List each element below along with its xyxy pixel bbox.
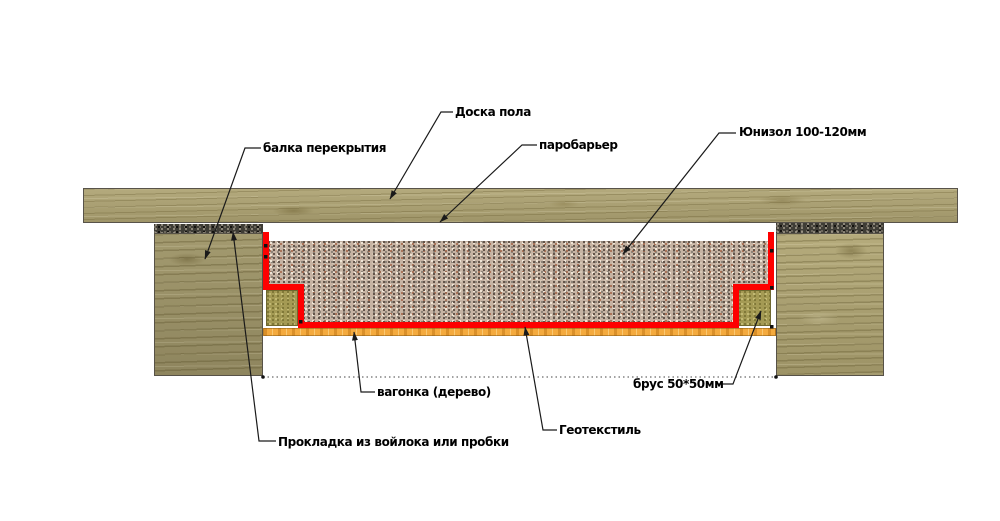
- leader-line-unizol: [622, 132, 736, 255]
- brus-block-right: [738, 290, 771, 326]
- label-geotextile: Геотекстиль: [559, 423, 641, 437]
- leader-line-floor-board: [389, 111, 453, 200]
- leader-line-lining: [352, 331, 375, 393]
- floor-joist-right: [776, 233, 884, 376]
- red-membrane-line: [263, 232, 774, 328]
- label-joist: балка перекрытия: [263, 141, 387, 155]
- leader-line-brus: [718, 310, 762, 385]
- unizol-insulation-fill: [268, 241, 771, 325]
- label-gasket: Прокладка из войлока или пробки: [278, 435, 509, 449]
- floor-board: [83, 188, 958, 223]
- label-floor-board: Доска пола: [455, 105, 531, 119]
- leader-line-gasket: [231, 231, 276, 442]
- label-vapor-barrier: паробарьер: [539, 138, 618, 152]
- label-lining: вагонка (дерево): [377, 385, 491, 399]
- label-unizol: Юнизол 100-120мм: [739, 125, 867, 139]
- felt-gasket-left: [154, 224, 263, 233]
- felt-gasket-right: [776, 223, 884, 233]
- wood-lining-strip: [263, 328, 776, 336]
- leader-line-joist: [204, 147, 261, 260]
- membrane-marker-dots: [264, 244, 774, 329]
- brus-block-left: [266, 290, 298, 326]
- leader-line-geotextile: [523, 326, 557, 431]
- floor-joist-left: [154, 233, 263, 376]
- leader-line-vapor-barrier: [439, 144, 537, 223]
- label-brus: брус 50*50мм: [633, 377, 724, 391]
- baseline-end-dot-right: [774, 375, 778, 379]
- baseline-end-dot-left: [261, 375, 265, 379]
